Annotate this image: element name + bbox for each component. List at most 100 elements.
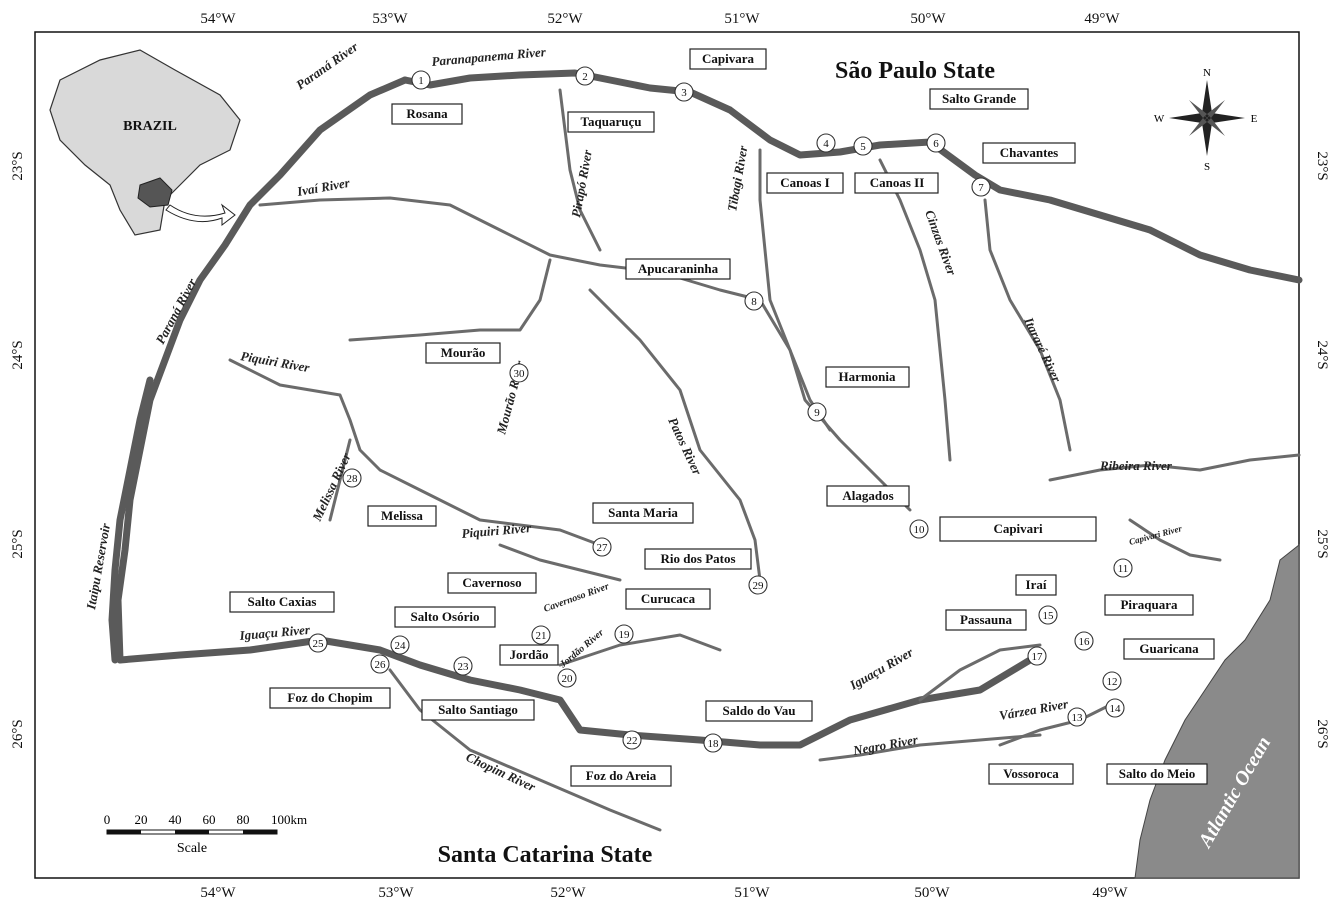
plant-6-label: Salto Grande — [942, 91, 1016, 106]
mourao-river — [348, 258, 552, 342]
plant-9-label: Harmonia — [838, 369, 896, 384]
scale-tick-60: 60 — [203, 812, 216, 827]
left-lat-24: 24°S — [10, 340, 26, 369]
inset-brazil: BRAZIL — [49, 49, 241, 236]
scale-tick-80: 80 — [237, 812, 250, 827]
brazil-shape — [49, 49, 241, 236]
piquiri-river-upper — [228, 358, 602, 547]
top-longitude-labels: 54°W 53°W 52°W 51°W 50°W 49°W — [200, 11, 1120, 27]
left-lat-26: 26°S — [10, 719, 26, 748]
plant-26-number: 26 — [375, 659, 387, 671]
parana-state-highlight — [137, 177, 173, 208]
cinzas-river — [878, 158, 952, 462]
plant-13-label: Vossoroca — [1003, 766, 1059, 781]
scale-tick-20: 20 — [135, 812, 148, 827]
plant-17-number: 17 — [1032, 651, 1044, 663]
pirapo-river — [558, 88, 602, 252]
plant-24-marker: 24 Salto Osório — [390, 606, 496, 655]
plant-3-label: Capivara — [702, 51, 755, 66]
itarare-river — [983, 198, 1072, 452]
compass-north: N — [1203, 67, 1211, 79]
plant-8-number: 8 — [751, 296, 757, 308]
plant-22-marker: 22 Foz do Areia — [570, 730, 672, 787]
plants: 1 Rosana 2 Taquaruçu 3 Capivara 4 Canoas… — [229, 48, 1215, 787]
plant-1-marker: 1 Rosana — [391, 70, 463, 125]
plant-28-label: Melissa — [381, 508, 423, 523]
plant-15-number: 15 — [1043, 610, 1055, 622]
plant-6-number: 6 — [933, 138, 939, 150]
plant-16-number: 16 — [1079, 636, 1091, 648]
top-lon-50: 50°W — [910, 11, 946, 27]
plant-18-marker: 18 Saldo do Vau — [703, 700, 813, 753]
river-label-iguacu: Iguaçu River — [238, 622, 311, 643]
paranapanema-river — [401, 69, 1303, 284]
plant-27-label: Santa Maria — [608, 505, 678, 520]
plant-4-label: Canoas I — [780, 175, 830, 190]
plant-22-number: 22 — [627, 735, 638, 747]
bottom-longitude-labels: 54°W 53°W 52°W 51°W 50°W 49°W — [200, 885, 1128, 901]
plant-10-number: 10 — [914, 524, 926, 536]
varzea-river — [998, 703, 1112, 747]
plant-21-marker: 21 Cavernoso — [447, 572, 551, 645]
plant-29-number: 29 — [753, 580, 765, 592]
plant-21-label: Cavernoso — [462, 575, 521, 590]
plant-11-marker: 11 Capivari — [939, 516, 1133, 578]
right-latitude-labels: 23°S 24°S 25°S 26°S — [1314, 151, 1330, 748]
plant-2-marker: 2 Taquaruçu — [567, 66, 655, 133]
plant-28-marker: 28 Melissa — [342, 468, 437, 527]
chopim-river — [388, 668, 662, 832]
plant-8-marker: 8 Apucaraninha — [625, 258, 764, 311]
plant-17-marker: 17 Passauna — [945, 609, 1047, 666]
plant-10-marker: 10 Alagados — [826, 485, 929, 539]
plant-22-label: Foz do Areia — [586, 768, 657, 783]
plant-12-number: 12 — [1107, 676, 1118, 688]
state-sao-paulo: São Paulo State — [835, 58, 995, 84]
compass-east: E — [1251, 113, 1258, 125]
bottom-lon-54: 54°W — [200, 885, 236, 901]
plant-19-marker: 19 Curucaca — [614, 588, 711, 644]
plant-3-marker: 3 Capivara — [674, 48, 767, 102]
plant-5-label: Canoas II — [870, 175, 925, 190]
bottom-lon-49: 49°W — [1092, 885, 1128, 901]
plant-18-label: Saldo do Vau — [723, 703, 796, 718]
map-frame — [34, 31, 1300, 879]
plant-6-marker: 6 Salto Grande — [926, 88, 1029, 153]
bottom-lon-53: 53°W — [378, 885, 414, 901]
inset-brazil-label: BRAZIL — [123, 119, 177, 134]
top-lon-52: 52°W — [547, 11, 583, 27]
scale-tick-100km: 100km — [271, 812, 307, 827]
plant-25-number: 25 — [313, 638, 325, 650]
plant-4-marker: 4 Canoas I — [766, 133, 844, 194]
iguacu-upper — [918, 643, 1042, 702]
plant-29-marker: 29 Rio dos Patos — [644, 548, 768, 595]
bottom-lon-52: 52°W — [550, 885, 586, 901]
plant-20-label: Jordão — [510, 647, 549, 662]
plant-17-label: Passauna — [960, 612, 1013, 627]
plant-16-label: Piraquara — [1120, 597, 1178, 612]
ribeira-river — [1048, 453, 1301, 482]
plant-14-label: Salto do Meio — [1119, 766, 1196, 781]
plant-11-number: 11 — [1118, 563, 1129, 575]
plant-12-label: Guaricana — [1139, 641, 1199, 656]
iguacu-river-lower — [116, 636, 1034, 749]
plant-30-marker: 30 Mourão — [425, 342, 529, 383]
atlantic-ocean-shape — [1134, 543, 1300, 879]
river-label-ribeira: Ribeira River — [1099, 458, 1173, 473]
plant-3-number: 3 — [681, 87, 687, 99]
plant-4-number: 4 — [823, 138, 829, 150]
bottom-lon-51: 51°W — [734, 885, 770, 901]
right-lat-25: 25°S — [1314, 529, 1330, 558]
melissa-river — [328, 438, 352, 522]
major-rivers — [108, 69, 1303, 749]
plant-1-label: Rosana — [406, 106, 448, 121]
plant-12-marker: 12 Guaricana — [1102, 638, 1215, 691]
plant-2-number: 2 — [582, 71, 588, 83]
compass-south: S — [1204, 161, 1210, 173]
parana-river — [114, 76, 409, 664]
plant-9-marker: 9 Harmonia — [807, 366, 910, 422]
plant-26-label: Foz do Chopim — [287, 690, 372, 705]
negro-river — [818, 733, 1042, 762]
plant-16-marker: 16 Piraquara — [1074, 594, 1194, 651]
plant-26-marker: 26 Foz do Chopim — [269, 654, 391, 709]
plant-23-number: 23 — [458, 661, 470, 673]
